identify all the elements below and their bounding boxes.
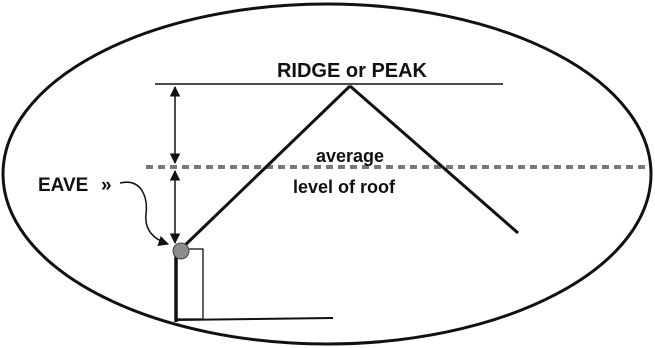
wall-rectangle <box>175 248 204 320</box>
ridge-label: RIDGE or PEAK <box>277 60 428 82</box>
average-label-line2: level of roof <box>293 177 396 197</box>
eave-pointer-arrow <box>119 181 169 246</box>
eave-label: EAVE <box>38 175 88 196</box>
roof-left-slope <box>178 84 352 252</box>
eave-marker: » <box>101 175 112 196</box>
roof-right-slope <box>349 84 519 235</box>
eave-point-dot <box>172 242 190 260</box>
ground-line <box>175 317 334 321</box>
average-label-line1: average <box>316 146 384 166</box>
